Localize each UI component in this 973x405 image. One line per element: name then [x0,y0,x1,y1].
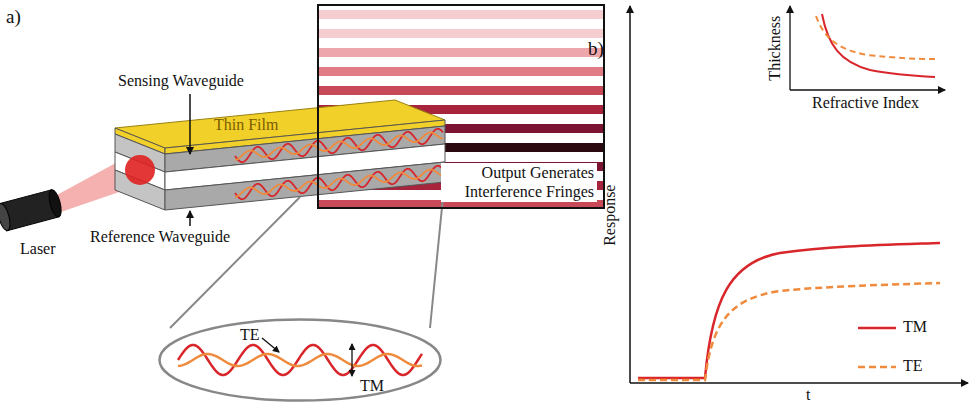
fringe-box: Output Generates Interference Fringes [317,4,605,209]
legend-sample-te [858,366,896,369]
zoom-ellipse: TE TM [158,318,442,402]
te-curve [638,283,940,380]
laser-spot [125,155,155,185]
reference-waveguide [165,162,445,210]
y-axis [629,6,631,383]
waveguide-chip [115,100,445,210]
label: b) [588,38,604,60]
legend-text: TE [903,357,923,375]
wave [235,133,443,161]
leader-arrow [189,94,191,154]
x-axis [630,382,968,384]
ellipse-outline [160,320,441,401]
label: Refractive Index [812,94,919,112]
zoom-leader [170,197,300,328]
wave [235,166,443,199]
node-text: Output Generates Interference Fringes [441,163,597,202]
node-text: TM [360,377,384,395]
tm-wave [178,345,422,375]
waveguide-waves [235,129,443,199]
fringe-stripe [318,10,604,19]
inset-te-curve [816,16,935,59]
zoom-waves [178,345,422,375]
tm-curve [638,243,940,378]
wave [235,129,443,162]
wave [235,170,443,198]
label: Sensing Waveguide [118,72,244,90]
label: Laser [20,240,56,258]
label: Thickness [766,16,784,81]
label: Reference Waveguide [90,228,230,246]
legend-sample-tm [858,327,896,330]
label: t [806,386,810,404]
te-arrow [262,338,279,352]
label: a) [6,6,21,28]
inset-y-axis [789,6,790,90]
inset-x-axis [790,89,945,90]
inset-tm-curve [822,14,935,77]
fringe-stripe [318,29,604,38]
node-text: TE [240,326,260,344]
node-text: Thin Film [214,116,278,134]
legend-text: TM [903,318,927,336]
fringe-stripe [318,67,604,76]
leader-arrow [189,211,191,226]
ellipse-outline [158,318,442,402]
fringe-stripe [318,48,604,57]
fringe-stripe [318,86,604,95]
te-wave [178,354,422,366]
laser-symbol [0,188,64,231]
tm-arrow [351,344,352,376]
thin-film-label-area: Thin Film [212,116,302,136]
label: Response [602,184,620,245]
